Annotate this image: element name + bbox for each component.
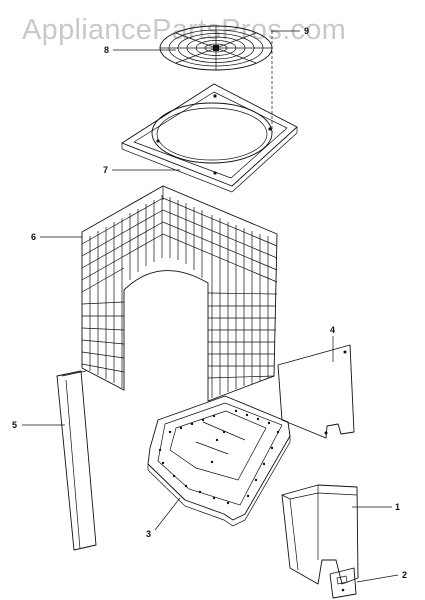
fan-guard <box>159 25 273 71</box>
callout-4: 4 <box>330 325 335 335</box>
corner-post <box>56 370 97 551</box>
callout-5: 5 <box>12 420 17 430</box>
callout-1: 1 <box>395 502 400 512</box>
callout-6: 6 <box>31 232 36 242</box>
corner-panel <box>281 484 359 585</box>
callout-8: 8 <box>104 45 109 55</box>
callout-7: 7 <box>103 165 108 175</box>
side-panel <box>277 344 355 439</box>
callout-9: 9 <box>304 26 309 36</box>
callout-3: 3 <box>146 529 151 539</box>
base-pan <box>147 395 291 527</box>
coil-grille <box>81 185 278 402</box>
leader-lines <box>22 30 399 583</box>
callout-2: 2 <box>402 570 407 580</box>
top-panel <box>121 83 298 193</box>
bracket <box>329 567 357 599</box>
